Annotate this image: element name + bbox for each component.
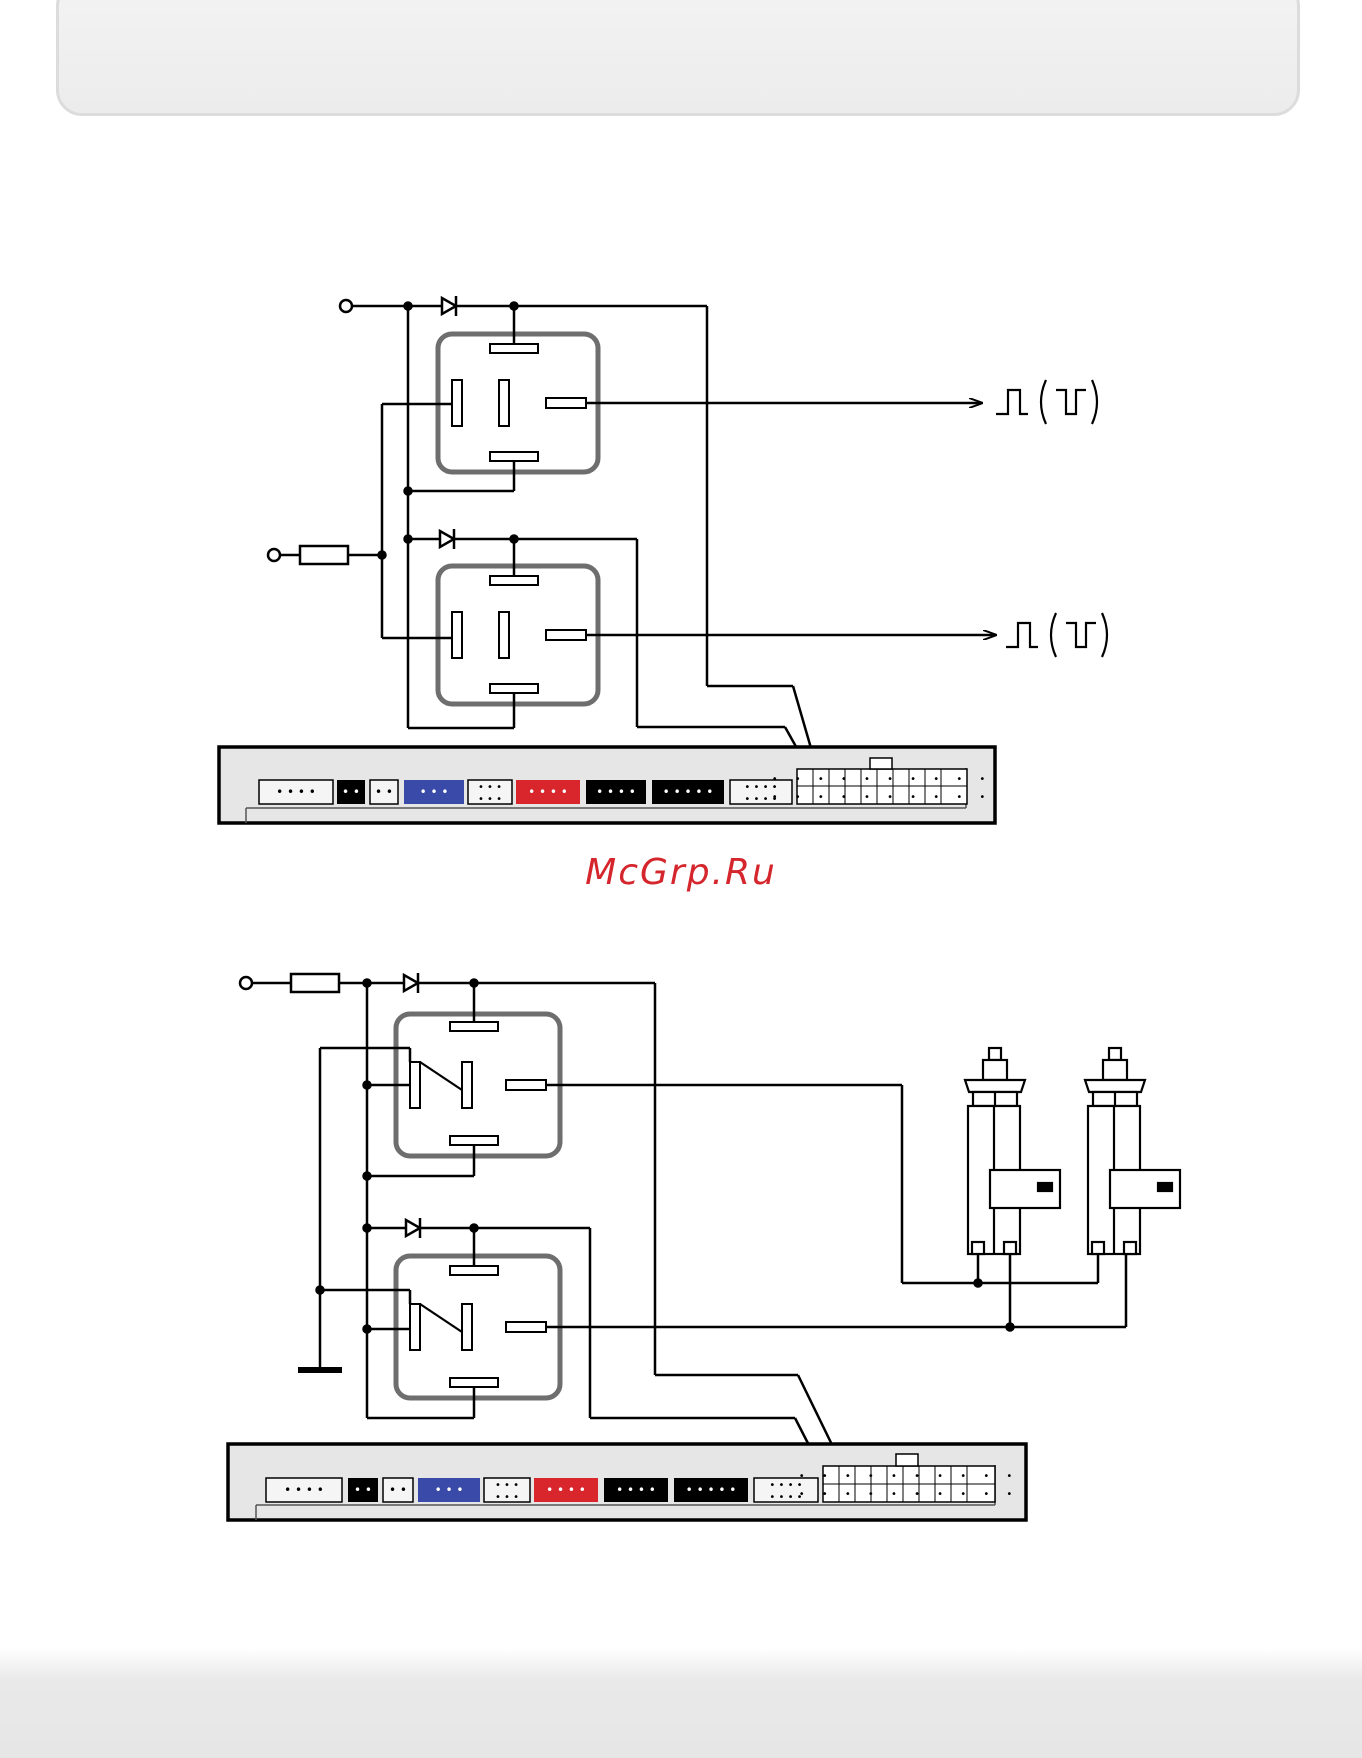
connector-grey-2pin: • • xyxy=(370,780,398,804)
door-lock-actuator-icon xyxy=(965,1048,1060,1254)
svg-text:• • • • • • • • • •: • • • • • • • • • • xyxy=(799,1471,1020,1482)
connector-red-4pin: • • • • xyxy=(534,1478,598,1502)
svg-text:• • • • • • • • • •: • • • • • • • • • • xyxy=(772,774,993,785)
fuse-icon xyxy=(300,546,348,564)
terminal-fuse-input xyxy=(268,549,280,561)
svg-text:• • •: • • • xyxy=(495,1480,519,1491)
diagram-1 xyxy=(268,296,996,800)
svg-text:• • •: • • • xyxy=(495,1492,519,1503)
svg-text:• • •: • • • xyxy=(478,794,502,805)
connector-grey-6pin: • • • • • • xyxy=(468,780,512,805)
watermark-text: McGrp.Ru xyxy=(0,852,1362,893)
svg-text:• • • •: • • • • xyxy=(616,1483,656,1497)
svg-text:• •: • • xyxy=(375,785,393,799)
svg-text:• • • • • • • • • •: • • • • • • • • • • xyxy=(772,792,993,803)
svg-text:• • • •: • • • • xyxy=(276,785,316,799)
connector-grey-2pin: • • xyxy=(383,1478,413,1502)
door-lock-actuator-icon xyxy=(1085,1048,1180,1254)
diode-icon xyxy=(440,529,454,549)
output-symbol-1 xyxy=(996,380,1097,424)
svg-text:• • •: • • • xyxy=(435,1483,464,1497)
svg-text:• • •: • • • xyxy=(420,785,449,799)
connector-black-5pin: • • • • • xyxy=(674,1478,748,1502)
connector-grey-4pin: • • • • xyxy=(266,1478,342,1502)
svg-text:• • • •: • • • • xyxy=(769,1492,802,1503)
svg-text:• • • • • • • • • •: • • • • • • • • • • xyxy=(799,1489,1020,1500)
connector-grey-6pin: • • • • • • xyxy=(484,1478,530,1503)
terminal-top xyxy=(340,300,352,312)
svg-text:• •: • • xyxy=(354,1483,372,1497)
svg-text:• •: • • xyxy=(342,785,360,799)
connector-black-5pin: • • • • • xyxy=(652,780,724,804)
output-symbol-2 xyxy=(1006,613,1107,657)
svg-text:• •: • • xyxy=(389,1483,407,1497)
diode-icon xyxy=(442,296,456,316)
connector-black-2pin: • • xyxy=(337,780,365,804)
connector-black-2pin: • • xyxy=(348,1478,378,1502)
svg-text:• • • • •: • • • • • xyxy=(686,1483,737,1497)
diode-icon xyxy=(406,1218,420,1238)
terminal-supply xyxy=(240,977,252,989)
connector-black-4pin: • • • • xyxy=(604,1478,668,1502)
connector-blue-3pin: • • • xyxy=(418,1478,480,1502)
connector-blue-3pin: • • • xyxy=(404,780,464,804)
connector-grey-4pin: • • • • xyxy=(259,780,333,804)
diode-icon xyxy=(404,973,418,993)
control-unit-1: • • • • • • • • • • • • • • • • • • • • … xyxy=(219,747,995,823)
connector-black-4pin: • • • • xyxy=(586,780,646,804)
fuse-icon xyxy=(291,974,339,992)
svg-text:• • • •: • • • • xyxy=(769,1480,802,1491)
svg-text:• • •: • • • xyxy=(478,782,502,793)
svg-text:• • • •: • • • • xyxy=(596,785,636,799)
connector-red-4pin: • • • • xyxy=(516,780,580,804)
svg-text:• • • •: • • • • xyxy=(546,1483,586,1497)
svg-text:• • • •: • • • • xyxy=(528,785,568,799)
control-unit-2: • • • • • • • • • • • • • • • • • • • • … xyxy=(228,1444,1026,1520)
svg-text:• • • • •: • • • • • xyxy=(663,785,714,799)
svg-text:• • • •: • • • • xyxy=(284,1483,324,1497)
